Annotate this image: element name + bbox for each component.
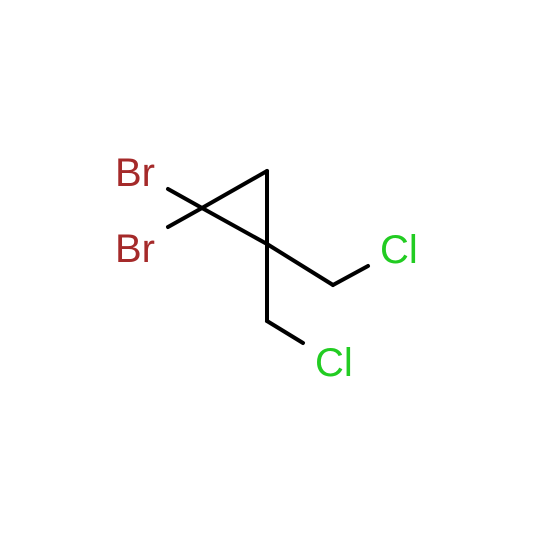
bond-c1-br-top — [166, 187, 204, 210]
bond-c1-br-bottom — [166, 206, 204, 229]
bond-ring-c3-c1 — [200, 206, 269, 246]
bond-ch2-cl-right — [331, 264, 370, 287]
bond-ring-c1-c2 — [200, 169, 269, 210]
atom-label-br-top: Br — [115, 151, 155, 195]
bond-group — [166, 169, 370, 345]
bond-c3-ch2-right — [265, 242, 335, 287]
atom-label-cl-right: Cl — [380, 228, 418, 272]
atom-label-br-bottom: Br — [115, 227, 155, 271]
bond-ch2-cl-bottom — [265, 319, 305, 345]
atom-label-cl-bottom: Cl — [315, 341, 353, 385]
